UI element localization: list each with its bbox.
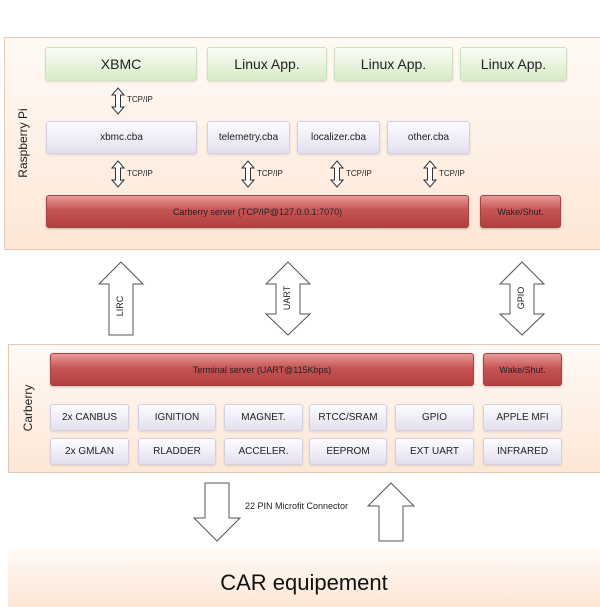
tcp-arrow-xbmc bbox=[110, 87, 126, 115]
app-xbmc: XBMC bbox=[45, 47, 197, 81]
app-linux-3: Linux App. bbox=[460, 47, 567, 81]
cba-other: other.cba bbox=[387, 121, 470, 154]
module-ignition: IGNITION bbox=[138, 404, 216, 431]
tcp-label: TCP/IP bbox=[439, 169, 465, 178]
tcp-arrow-2 bbox=[240, 160, 256, 188]
carberry-wake-shut: Wake/Shut. bbox=[483, 353, 562, 386]
module-rladder: RLADDER bbox=[138, 438, 216, 465]
tcp-arrow-3 bbox=[329, 160, 345, 188]
car-equipment-label: CAR equipement bbox=[220, 570, 388, 595]
module-infrared: INFRARED bbox=[483, 438, 562, 465]
module-ext-uart: EXT UART bbox=[395, 438, 474, 465]
module-gmlan: 2x GMLAN bbox=[50, 438, 129, 465]
tcp-label: TCP/IP bbox=[346, 169, 372, 178]
lirc-label: LIRC bbox=[115, 295, 125, 317]
cba-xbmc: xbmc.cba bbox=[46, 121, 197, 154]
terminal-server: Terminal server (UART@115Kbps) bbox=[50, 353, 474, 386]
tcp-arrow-1 bbox=[110, 160, 126, 188]
app-linux-1: Linux App. bbox=[207, 47, 327, 81]
cba-telemetry: telemetry.cba bbox=[207, 121, 290, 154]
rpi-wake-shut: Wake/Shut. bbox=[480, 195, 561, 228]
gpio-arrow bbox=[498, 261, 546, 336]
tcp-label: TCP/IP bbox=[257, 169, 283, 178]
module-gpio: GPIO bbox=[395, 404, 474, 431]
raspberry-pi-label: Raspberry Pi bbox=[16, 108, 30, 178]
carberry-label: Carberry bbox=[21, 384, 35, 432]
module-magnet: MAGNET. bbox=[224, 404, 303, 431]
cba-localizer: localizer.cba bbox=[297, 121, 380, 154]
tcp-label: TCP/IP bbox=[127, 169, 153, 178]
uart-arrow bbox=[264, 261, 312, 336]
module-apple-mfi: APPLE MFI bbox=[483, 404, 562, 431]
module-rtcc-sram: RTCC/SRAM bbox=[309, 404, 387, 431]
lirc-arrow bbox=[97, 261, 145, 336]
car-equipment-panel bbox=[8, 549, 600, 607]
gpio-label: GPIO bbox=[516, 286, 526, 310]
module-canbus: 2x CANBUS bbox=[50, 404, 129, 431]
connector-up-arrow bbox=[366, 482, 416, 542]
tcp-arrow-4 bbox=[422, 160, 438, 188]
tcp-label: TCP/IP bbox=[127, 95, 153, 104]
connector-label: 22 PIN Microfit Connector bbox=[245, 501, 349, 511]
carberry-server: Carberry server (TCP/IP@127.0.0.1:7070) bbox=[46, 195, 469, 228]
uart-label: UART bbox=[282, 285, 292, 311]
module-acceler: ACCELER. bbox=[224, 438, 303, 465]
app-linux-2: Linux App. bbox=[334, 47, 453, 81]
module-eeprom: EEPROM bbox=[309, 438, 387, 465]
connector-down-arrow bbox=[192, 482, 242, 542]
